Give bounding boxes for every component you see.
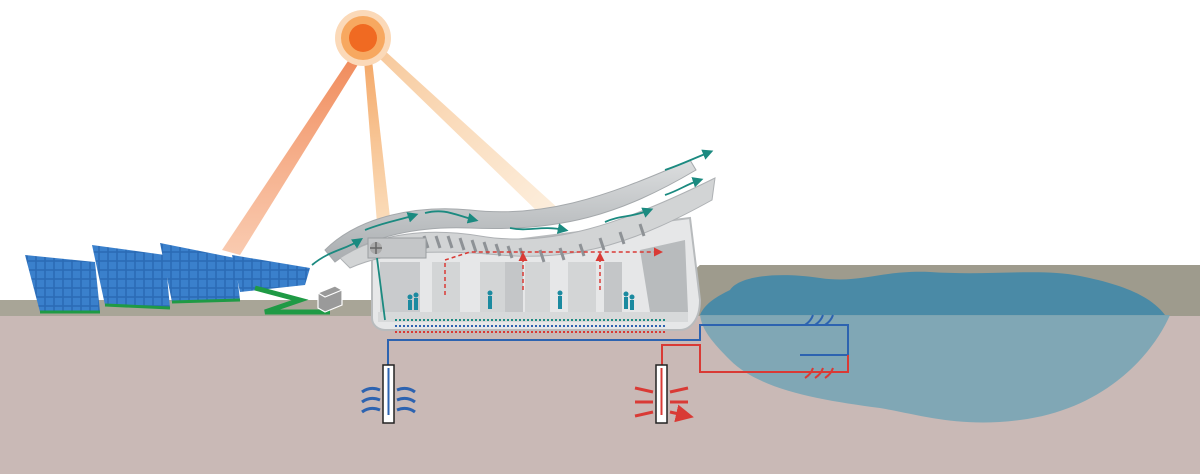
sun-ray-middle — [364, 60, 392, 236]
roof-inner — [339, 177, 716, 269]
lake-surface — [700, 271, 1165, 315]
ventilation-fan-icon — [367, 237, 427, 259]
sun-icon — [335, 10, 391, 66]
sun-ray-left — [222, 55, 362, 255]
inverter-box-icon — [317, 285, 343, 313]
solar-array-icon — [25, 243, 310, 314]
warm-borehole-icon — [634, 364, 688, 423]
sun-ray-right — [376, 50, 560, 214]
warm-pipe — [661, 344, 849, 373]
people-icon — [407, 290, 635, 310]
air-flow-arrows — [311, 149, 714, 321]
heat-exchange-arrows-icon — [804, 314, 834, 379]
lake-underground — [700, 315, 1170, 423]
roof — [324, 159, 697, 263]
grid-connection-line — [254, 285, 330, 315]
cool-borehole-icon — [361, 364, 416, 424]
warm-air-arrows — [444, 247, 663, 295]
building — [371, 216, 702, 333]
